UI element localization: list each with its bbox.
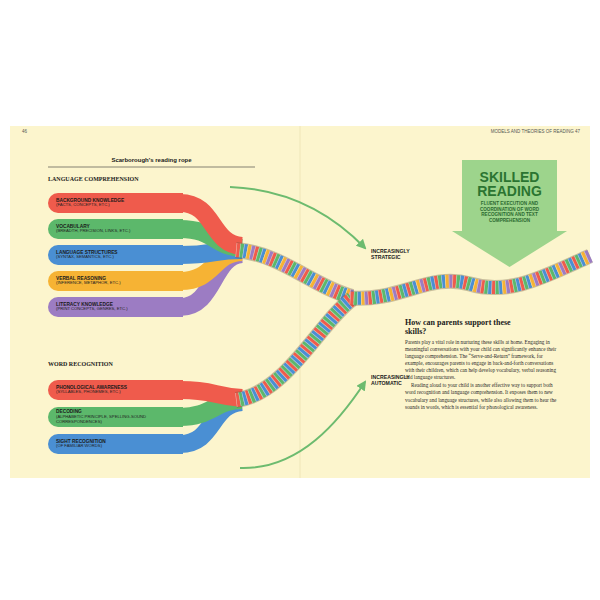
strand-band: LANGUAGE STRUCTURES(SYNTAX, SEMANTICS, E… (48, 245, 183, 265)
strand-band: VOCABULARY(BREADTH, PRECISION, LINKS, ET… (48, 219, 183, 239)
rope-strand (236, 299, 352, 400)
rope-strand (350, 256, 590, 298)
text-column: How can parents support these skills? Par… (405, 318, 557, 411)
rope-strand (236, 250, 352, 297)
node-heading: SKILLED READING (468, 170, 551, 198)
rope-strand (350, 256, 590, 298)
rope-twist (236, 250, 352, 297)
strand-band: DECODING(ALPHABETIC PRINCIPLE, SPELLING-… (48, 407, 183, 427)
rope (236, 250, 590, 400)
trend-label: INCREASINGLY AUTOMATIC (371, 374, 415, 386)
strand-band: BACKGROUND KNOWLEDGE(FACTS, CONCEPTS, ET… (48, 193, 183, 213)
rope-strand (236, 250, 352, 297)
strand-band: VERBAL REASONING(INFERENCE, METAPHOR, ET… (48, 271, 183, 291)
rope-strand (236, 299, 352, 400)
arrow-shape (452, 160, 567, 267)
gutter (300, 126, 301, 478)
strand-band: PHONOLOGICAL AWARENESS(SYLLABLES, PHONEM… (48, 380, 183, 400)
ribbon (180, 390, 242, 398)
rope-strand (236, 250, 352, 297)
node-body: FLUENT EXECUTION AND COORDINATION OF WOR… (468, 201, 551, 223)
rope-twist (350, 256, 590, 298)
leader-arrow (240, 382, 365, 468)
rope-strand (236, 299, 352, 400)
rope-strand (350, 256, 590, 298)
rope-edge (350, 256, 590, 298)
title-rule (48, 167, 255, 168)
strand-band: LITERACY KNOWLEDGE(PRINT CONCEPTS, GENRE… (48, 297, 183, 317)
rope-strand (350, 256, 590, 298)
node-body: (ALPHABETIC PRINCIPLE, SPELLING-SOUND CO… (56, 415, 179, 425)
diagram-title: Scarborough's reading rope (48, 157, 255, 163)
leader-arrow (230, 187, 365, 248)
trend-label: INCREASINGLY STRATEGIC (371, 248, 415, 260)
page-ground (10, 126, 590, 478)
rope-strand (350, 256, 590, 298)
group-heading: LANGUAGE COMPREHENSION (48, 176, 139, 182)
rope-strand (350, 256, 590, 298)
sidebar-heading: How can parents support these skills? (405, 318, 525, 336)
node-body: (SYLLABLES, PHONEMES, ETC.) (56, 390, 179, 395)
node-body: (OF FAMILIAR WORDS) (56, 444, 179, 449)
sidebar-paragraph: Parents play a vital role in nurturing t… (405, 339, 557, 381)
ribbon (180, 203, 242, 246)
page-number: 46 (22, 129, 27, 134)
goal-arrow: SKILLED READING FLUENT EXECUTION AND COOR… (452, 160, 567, 267)
ribbons (180, 203, 242, 444)
rope-strand (236, 250, 352, 297)
rope-twist (236, 299, 352, 400)
rope-edge (236, 299, 352, 400)
node-body: (BREADTH, PRECISION, LINKS, ETC.) (56, 229, 179, 234)
rope-strand (236, 250, 352, 297)
strand-band: SIGHT RECOGNITION(OF FAMILIAR WORDS) (48, 434, 183, 454)
rope-edge (236, 250, 352, 297)
sidebar-paragraph: Reading aloud to your child is another e… (405, 382, 557, 410)
node-body: (INFERENCE, METAPHOR, ETC.) (56, 281, 179, 286)
node-body: (FACTS, CONCEPTS, ETC.) (56, 203, 179, 208)
node-body: (SYNTAX, SEMANTICS, ETC.) (56, 255, 179, 260)
rope-strand (350, 256, 590, 298)
rope-strand (350, 256, 590, 298)
running-head: MODELS AND THEORIES OF READING 47 (440, 129, 580, 134)
node-body: (PRINT CONCEPTS, GENRES, ETC.) (56, 307, 179, 312)
group-heading: WORD RECOGNITION (48, 361, 113, 367)
